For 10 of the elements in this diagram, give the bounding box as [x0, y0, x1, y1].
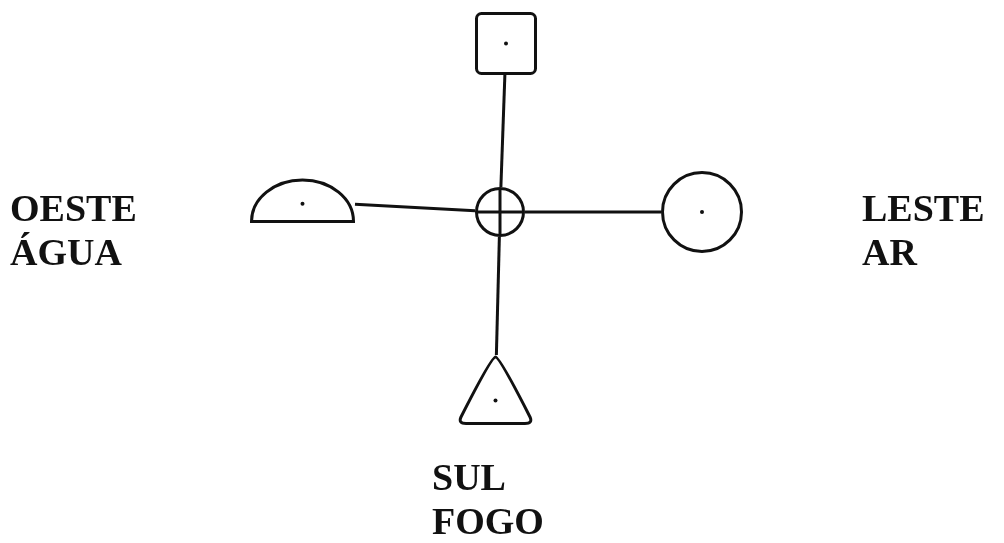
- direction-label: OESTE: [10, 186, 137, 230]
- direction-label: AR: [862, 230, 917, 274]
- connector-line: [499, 74, 507, 188]
- direction-label: FOGO: [432, 499, 544, 543]
- direction-label: SUL: [432, 455, 506, 499]
- direction-label: ÁGUA: [10, 230, 122, 274]
- connector-line: [354, 202, 476, 213]
- direction-label: LESTE: [862, 186, 985, 230]
- connector-line: [525, 210, 661, 214]
- connector-line: [494, 236, 501, 356]
